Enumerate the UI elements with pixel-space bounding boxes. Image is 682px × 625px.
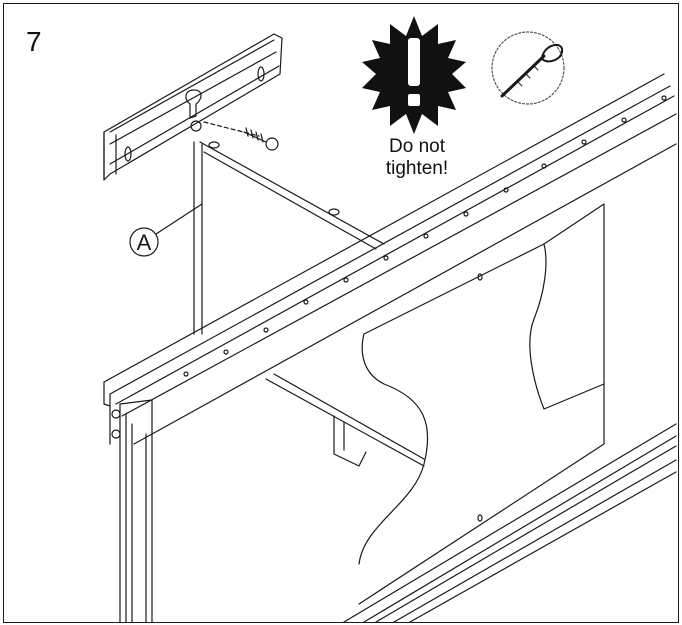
keyhole (185, 89, 202, 119)
part-label: A (137, 230, 152, 255)
hex-key-icon (491, 31, 565, 105)
warning-text: Do not tighten! (372, 136, 462, 180)
left-upright (119, 399, 153, 622)
assembly-illustration: A (103, 16, 677, 622)
step-number: 7 (26, 26, 42, 57)
wall-rail (103, 33, 283, 181)
part-callout: A (129, 203, 203, 257)
plate-hole (477, 273, 483, 281)
bottom-rail (343, 423, 677, 622)
plate-hole (477, 514, 483, 522)
front-rail (103, 73, 677, 445)
warning-line-1: Do not (389, 136, 445, 157)
mounting-plate (358, 203, 605, 605)
warning-line-2: tighten! (385, 158, 449, 179)
screw-icon (243, 127, 279, 151)
frame-side-a (193, 141, 425, 467)
instruction-panel: A 7 Do not tighten! (3, 3, 679, 623)
exclamation-burst-icon (362, 16, 466, 134)
